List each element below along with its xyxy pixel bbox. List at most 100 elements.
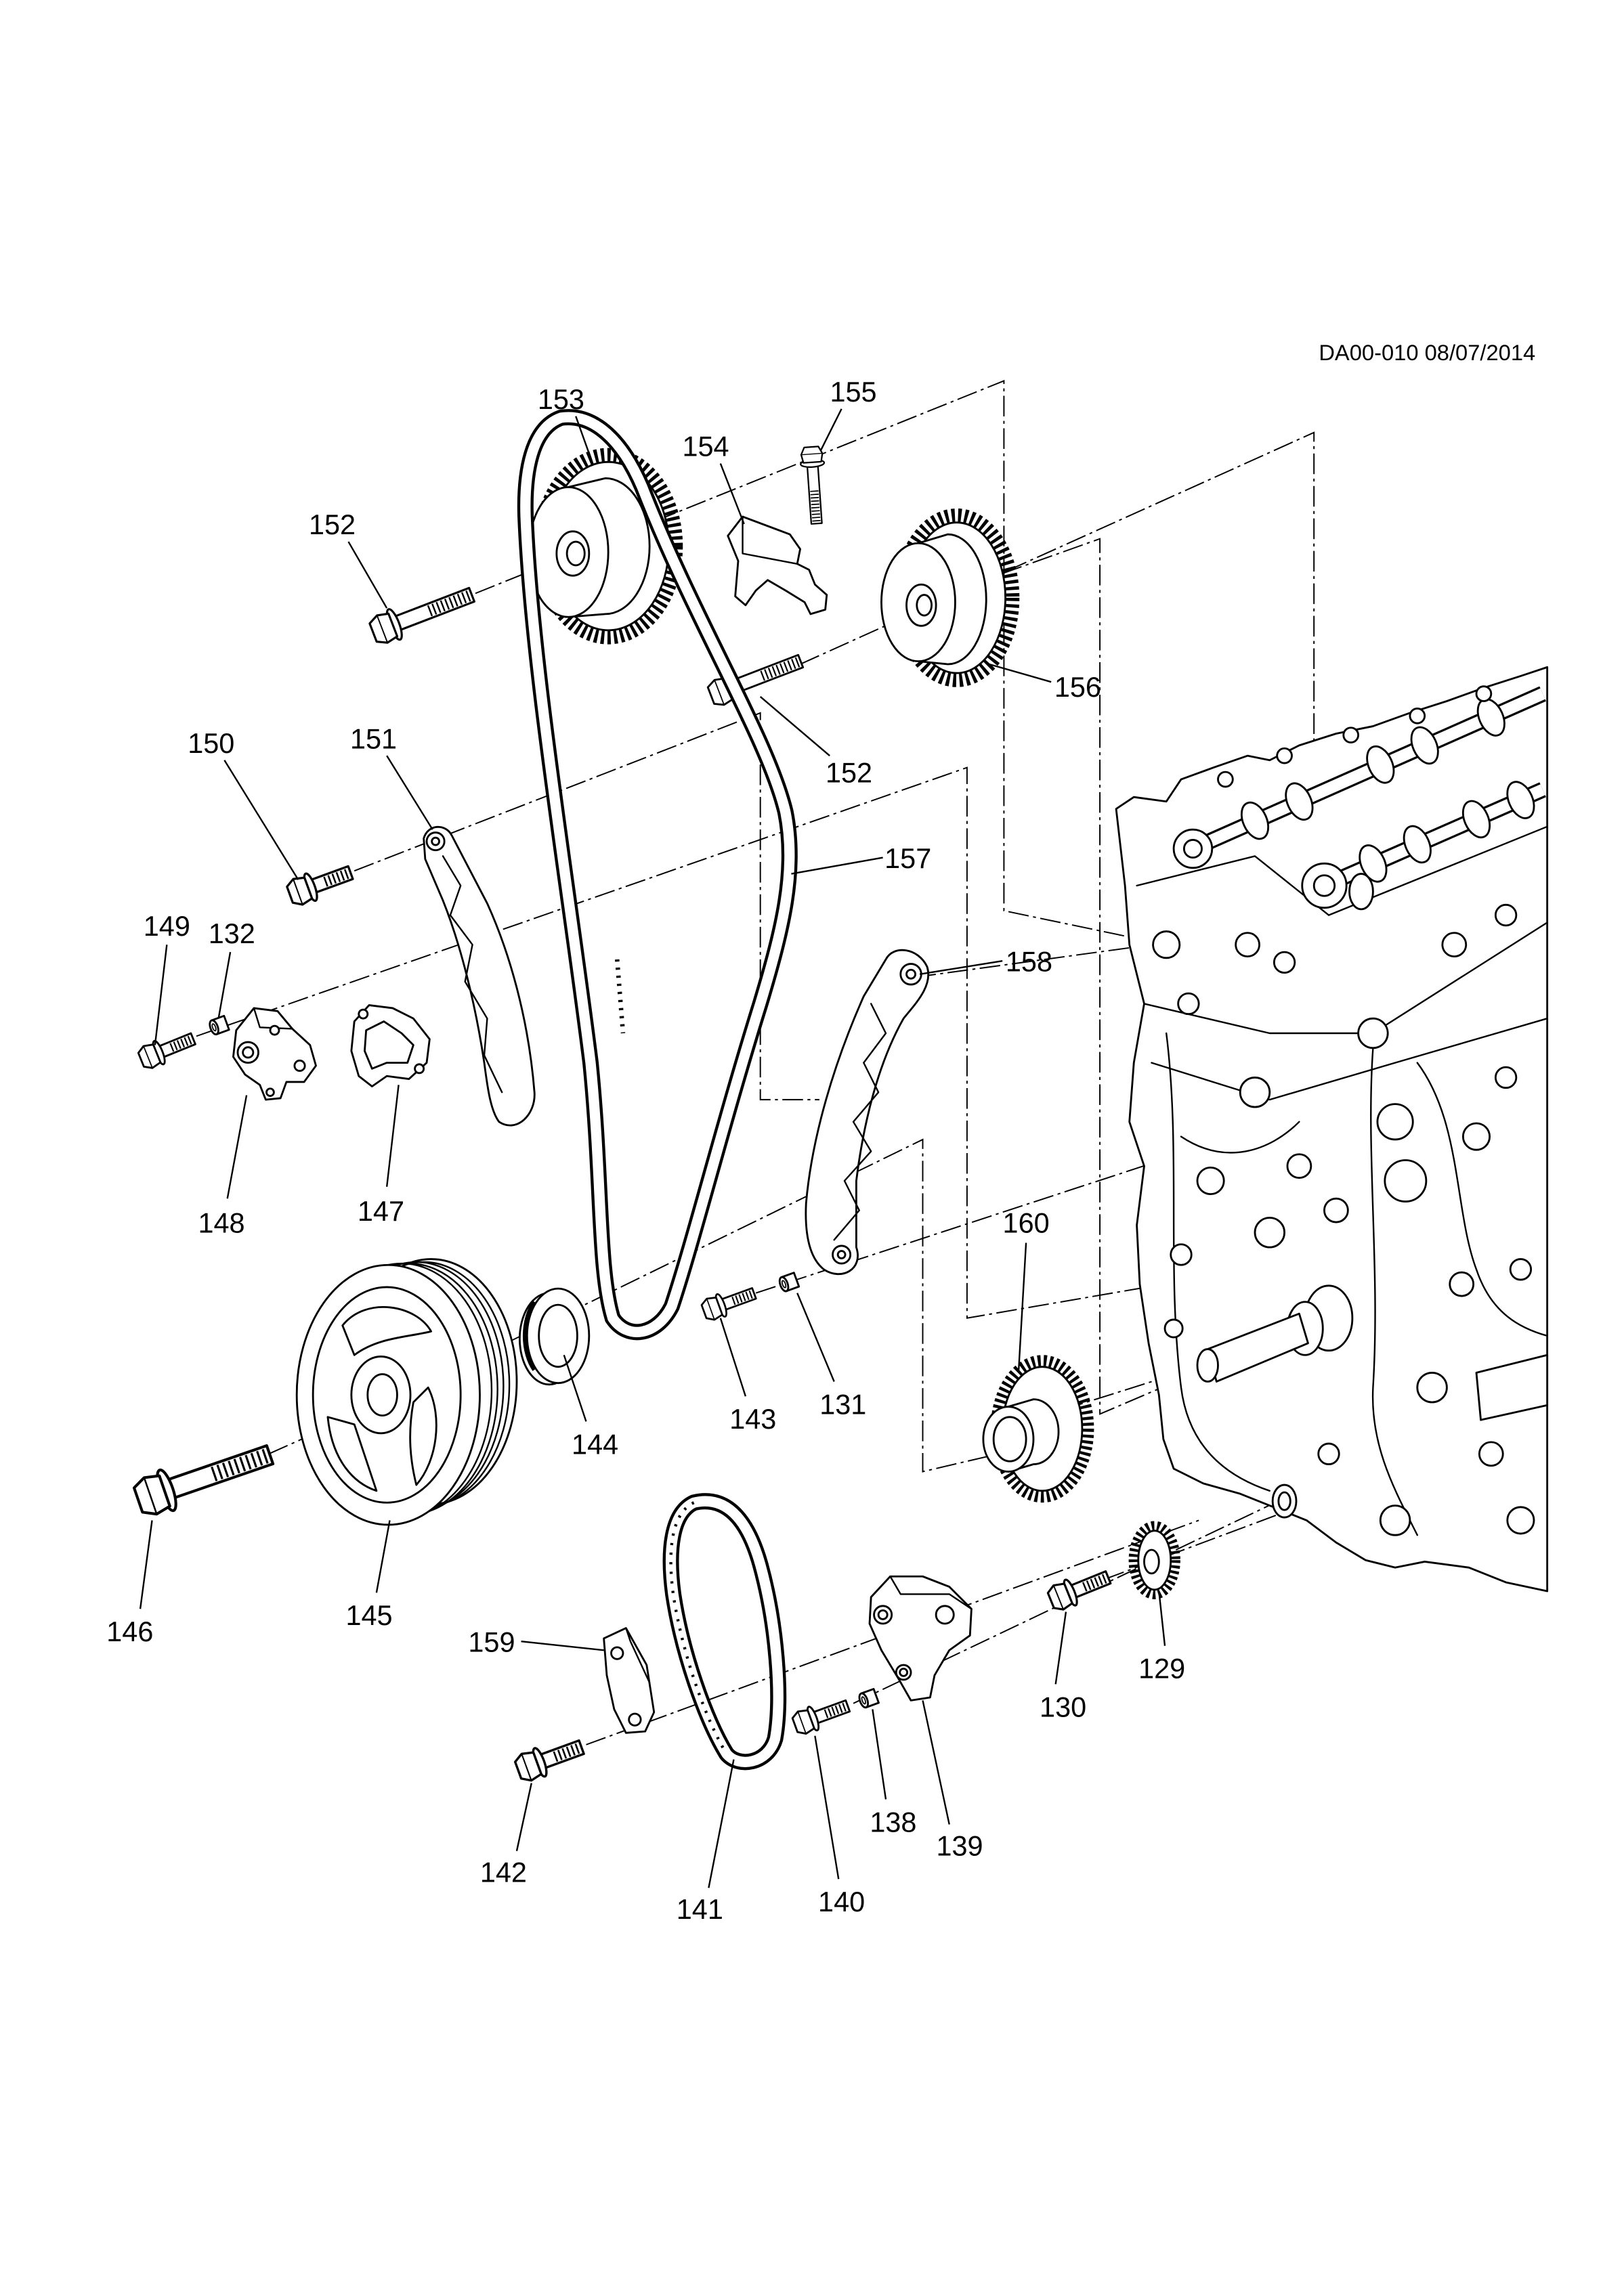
callout-138: 138 <box>870 1806 916 1838</box>
engine-block-part <box>1321 784 1545 891</box>
crankshaft-pulley-145-part <box>341 1306 432 1356</box>
alignment-line-crank-axis <box>268 1138 993 1473</box>
leader-151 <box>386 755 433 830</box>
engine-block-part <box>1239 1076 1271 1108</box>
leader-146 <box>139 1520 153 1609</box>
bolt-143 <box>700 1282 758 1323</box>
sleeve-131 <box>777 1272 800 1294</box>
leader-131 <box>796 1293 835 1382</box>
leader-145 <box>375 1520 391 1593</box>
engine-block-part <box>1416 1371 1448 1404</box>
engine-block-part <box>1136 825 1548 916</box>
engine-block-part <box>1217 771 1234 788</box>
engine-block-part <box>1235 932 1260 958</box>
engine-block-part <box>1276 747 1293 764</box>
front-crank-seal-144-part <box>522 1300 536 1371</box>
callout-129: 129 <box>1138 1653 1185 1685</box>
callout-150: 150 <box>188 728 234 759</box>
chain-tensioner-148 <box>232 1007 317 1101</box>
callout-151: 151 <box>350 723 397 754</box>
callout-139: 139 <box>936 1830 983 1861</box>
chain-guide-158-part <box>905 968 917 980</box>
callout-156: 156 <box>1054 672 1101 703</box>
leader-lines <box>139 408 1166 1888</box>
oil-pump-chain-tensioner-139-part <box>877 1609 889 1620</box>
engine-block-part <box>1180 1121 1300 1154</box>
bracket-154 <box>727 515 828 615</box>
callout-149: 149 <box>144 911 190 942</box>
camshaft-sprocket-156-part <box>916 594 933 617</box>
engine-block-part <box>1151 1018 1548 1101</box>
engine-block-part <box>1449 1271 1475 1297</box>
bolt-130 <box>1046 1565 1113 1613</box>
callout-146: 146 <box>106 1616 153 1647</box>
tensioner-gasket-147-part <box>364 1020 414 1070</box>
engine-block-part <box>1254 1217 1286 1249</box>
camshaft-sprocket-153-part <box>534 448 683 645</box>
engine-block-part <box>1348 873 1374 911</box>
engine-block-part <box>1170 1243 1193 1266</box>
leader-150 <box>223 760 299 880</box>
tensioner-gasket-147-part <box>414 1063 425 1075</box>
engine-block-part <box>1323 1197 1349 1223</box>
crankshaft-pulley-145 <box>295 1258 518 1526</box>
callout-140: 140 <box>818 1886 865 1918</box>
engine-block-part <box>1379 1504 1411 1536</box>
oil-pump-sprocket-129-part <box>1143 1548 1160 1575</box>
engine-block-part <box>1509 1258 1533 1281</box>
chain-guide-151-part <box>423 825 536 1127</box>
engine-block-part <box>1410 726 1439 765</box>
chain-guide-158-part <box>805 949 930 1276</box>
alignment-line-tensioner-148 <box>196 766 1182 1319</box>
leader-147 <box>385 1085 400 1187</box>
leader-148 <box>226 1095 248 1199</box>
callout-141: 141 <box>677 1894 723 1925</box>
engine-block-part <box>1506 1506 1535 1535</box>
leader-153 <box>575 416 592 458</box>
engine-block-part <box>1240 801 1270 840</box>
leader-157 <box>791 857 883 875</box>
leader-152-exhaust <box>759 696 830 757</box>
chain-tensioner-148-part <box>253 1007 293 1030</box>
engine-block-part <box>1277 1491 1291 1511</box>
front-crank-seal-144-part <box>538 1303 578 1368</box>
callout-131: 131 <box>819 1389 866 1420</box>
bolt-149 <box>136 1027 198 1071</box>
bolt-142 <box>513 1733 587 1785</box>
leader-154 <box>719 463 745 525</box>
leader-156 <box>989 663 1052 683</box>
leader-142 <box>515 1783 532 1851</box>
engine-block <box>1115 666 1549 1593</box>
chain-tensioner-148-part <box>242 1046 255 1059</box>
oil-pump-chain-141-part <box>665 1496 784 1767</box>
callout-148: 148 <box>198 1207 244 1238</box>
crankshaft-pulley-145-part <box>409 1386 437 1486</box>
engine-block-part <box>1196 1166 1225 1196</box>
crankshaft-sprocket-160 <box>982 1355 1094 1503</box>
callout-159: 159 <box>468 1626 515 1658</box>
leader-158 <box>919 960 1003 975</box>
engine-block-part <box>1441 932 1468 958</box>
engine-block-part <box>1163 1318 1184 1339</box>
engine-block-part <box>1461 1122 1491 1151</box>
engine-block-part <box>1366 745 1395 784</box>
chain-tensioner-148-part <box>293 1059 306 1073</box>
leader-149 <box>154 945 168 1045</box>
engine-block-part <box>1285 782 1314 821</box>
engine-block-part <box>1475 685 1493 702</box>
bolt-140 <box>791 1694 853 1737</box>
leader-141 <box>708 1759 735 1888</box>
engine-block-part <box>1416 1062 1548 1337</box>
callout-130: 130 <box>1040 1691 1086 1723</box>
engine-block-part <box>1152 930 1181 959</box>
leader-132 <box>217 951 232 1019</box>
engine-block-part <box>1317 1442 1340 1465</box>
camshaft-sprocket-156 <box>880 508 1020 687</box>
oil-pump-chain-guide-159 <box>603 1627 656 1734</box>
callout-145: 145 <box>345 1600 392 1631</box>
engine-block-part <box>1273 951 1296 974</box>
tensioner-gasket-147 <box>350 1004 431 1087</box>
callout-147: 147 <box>358 1196 404 1227</box>
chain-tensioner-148-part <box>232 1007 317 1101</box>
leader-160 <box>1018 1242 1027 1370</box>
